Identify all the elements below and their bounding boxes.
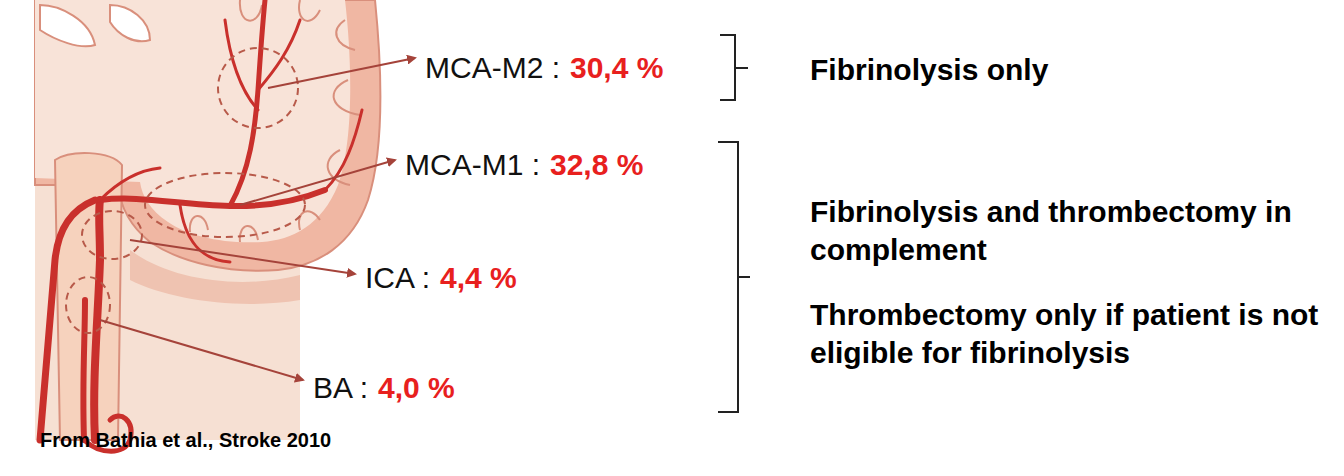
artery-row: BA : 4,0 % [313, 368, 455, 408]
percentage-value: 4,4 % [440, 261, 517, 295]
treatment-note: Fibrinolysis only [810, 51, 1335, 89]
dashed-region [66, 48, 305, 333]
artery-name: MCA-M1 : [405, 148, 540, 182]
percentage-value: 4,0 % [378, 371, 455, 405]
artery-name: MCA-M2 : [425, 51, 560, 85]
artery-row: ICA : 4,4 % [365, 258, 517, 298]
bracket [718, 35, 750, 412]
artery-name: BA : [313, 371, 368, 405]
leader-arrow [100, 58, 415, 380]
artery-name: ICA : [365, 261, 430, 295]
artery-row: MCA-M1 : 32,8 % [405, 145, 643, 185]
percentage-value: 32,8 % [550, 148, 643, 182]
treatment-note: Thrombectomy only if patient is not elig… [810, 296, 1335, 372]
treatment-note: Fibrinolysis and thrombectomy in complem… [810, 193, 1335, 269]
ventricle [110, 5, 150, 41]
ventricle [40, 5, 95, 46]
percentage-value: 30,4 % [570, 51, 663, 85]
artery-row: MCA-M2 : 30,4 % [425, 48, 663, 88]
source-caption: From Bathia et al., Stroke 2010 [40, 429, 331, 452]
